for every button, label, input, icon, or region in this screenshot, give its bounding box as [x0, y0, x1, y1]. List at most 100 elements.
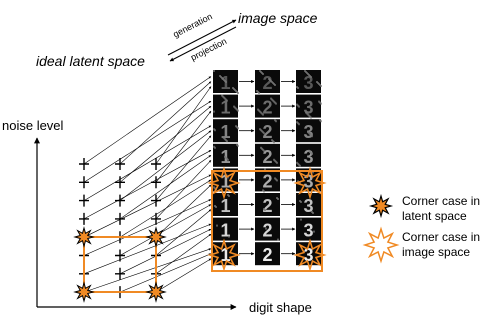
- image-tile: [255, 119, 280, 143]
- mapping-arrow: [119, 155, 212, 220]
- image-tile: [255, 193, 280, 216]
- tile-noise: [276, 197, 278, 199]
- image-tile: [296, 119, 321, 143]
- latent-point: [115, 212, 125, 225]
- projection-arrow: [169, 26, 237, 62]
- latent-point: [115, 158, 125, 170]
- latent-point: [115, 249, 125, 262]
- image-tile-digit: 3: [303, 196, 313, 216]
- image-tile-digit: 1: [220, 98, 230, 118]
- image-tile: [255, 242, 280, 266]
- image-tile: [255, 168, 280, 192]
- latent-point: [79, 176, 89, 189]
- mapping-arrow: [155, 233, 212, 275]
- image-tile: [296, 94, 321, 118]
- tile-noise: [296, 103, 298, 106]
- image-tile: [213, 119, 238, 143]
- mapping-arrow: [83, 125, 212, 201]
- latent-corner-star: [73, 281, 95, 303]
- image-tile: [255, 70, 280, 93]
- tile-noise: [263, 208, 265, 210]
- y-axis-label: noise level: [2, 118, 64, 133]
- image-tile: [255, 217, 280, 241]
- image-tile-digit: 3: [303, 147, 313, 167]
- tile-noise: [232, 87, 234, 89]
- space-mapping-header: generation projection image space ideal …: [36, 10, 318, 69]
- tile-noise: [264, 168, 266, 171]
- latent-point: [115, 176, 125, 189]
- tile-noise: [257, 108, 259, 111]
- tile-noise: [213, 110, 215, 113]
- legend-image-corner-icon: [362, 226, 400, 264]
- image-tile: [296, 143, 321, 167]
- mapping-arrow: [83, 100, 212, 183]
- mapping-arrow: [119, 130, 212, 201]
- latent-corner-star: [145, 226, 167, 248]
- mapping-arrow: [83, 223, 212, 275]
- legend-latent-line2: latent space: [402, 209, 467, 223]
- mapping-arrow: [119, 105, 212, 183]
- image-tile-digit: 2: [262, 73, 272, 93]
- image-tile-digit: 1: [220, 221, 230, 241]
- latent-point: [79, 212, 89, 225]
- image-tile-digit: 2: [262, 122, 272, 142]
- image-tile-digit: 1: [220, 122, 230, 142]
- tile-noise: [235, 125, 237, 128]
- legend-latent-line1: Corner case in: [402, 194, 480, 208]
- corner-stars: [73, 166, 327, 303]
- mapping-arrows: [83, 76, 212, 293]
- tile-noise: [214, 205, 216, 207]
- tile-noise: [308, 149, 310, 152]
- tile-noise: [219, 75, 221, 77]
- mapping-arrow: [119, 228, 212, 275]
- image-tile-digit: 3: [303, 73, 313, 93]
- tile-noise: [224, 155, 226, 158]
- image-tile: [296, 217, 321, 241]
- tile-noise: [316, 81, 318, 83]
- latent-point: [115, 194, 125, 207]
- latent-corner-star: [145, 281, 167, 303]
- image-tile-digit: 1: [220, 171, 230, 191]
- tile-noise: [260, 146, 262, 149]
- projection-label: projection: [189, 36, 228, 63]
- tile-noise: [213, 145, 215, 148]
- latent-point: [151, 212, 161, 225]
- mapping-arrow: [155, 160, 212, 220]
- tile-noise: [274, 177, 276, 180]
- image-tile-digit: 2: [262, 98, 272, 118]
- latent-point: [151, 194, 161, 207]
- tile-noise: [213, 186, 215, 189]
- tile-noise: [213, 128, 215, 131]
- image-tile: [296, 70, 321, 93]
- axes: noise level digit shape: [2, 118, 312, 315]
- latent-points: [79, 158, 161, 299]
- tile-noise: [262, 189, 264, 192]
- image-tile: [213, 217, 238, 241]
- tile-noise: [227, 194, 229, 196]
- latent-point: [79, 194, 89, 207]
- mapping-arrow: [155, 209, 212, 256]
- image-tile: [213, 143, 238, 167]
- image-corner-box: [211, 170, 323, 272]
- mapping-arrow: [83, 150, 212, 220]
- image-tile-digit: 2: [262, 147, 272, 167]
- image-tile: [213, 94, 238, 118]
- image-tile-digit: 2: [262, 171, 272, 191]
- legend-image-line2: image space: [402, 245, 470, 259]
- tile-noise: [273, 158, 275, 161]
- mapping-arrow: [155, 86, 212, 165]
- image-tile-digit: 1: [220, 245, 230, 265]
- tile-noise: [236, 143, 238, 146]
- image-corner-star: [207, 238, 241, 272]
- image-tile-digit: 3: [303, 245, 313, 265]
- mapping-arrow: [83, 248, 212, 293]
- tile-noise: [265, 227, 267, 230]
- mapping-arrow: [155, 258, 212, 293]
- tile-noise: [221, 94, 223, 97]
- tile-noise: [270, 97, 272, 100]
- tile-noise: [296, 86, 298, 88]
- mapping-arrow: [83, 199, 212, 256]
- image-tiles: 111111112222222233333333: [213, 70, 322, 266]
- tile-noise: [274, 119, 276, 122]
